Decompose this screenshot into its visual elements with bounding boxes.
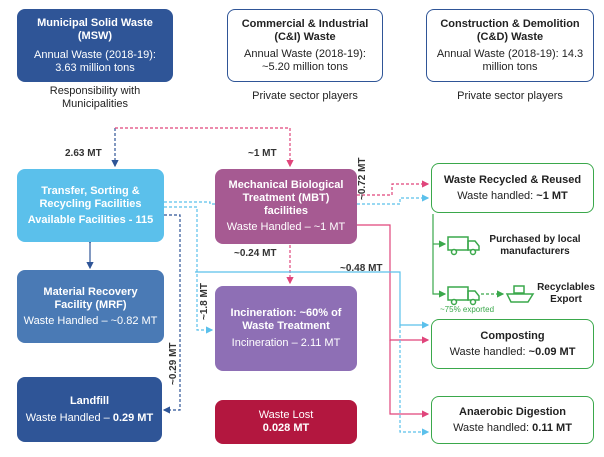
recycled-box: Waste Recycled & Reused Waste handled: ~…	[431, 163, 594, 213]
cd-note: Private sector players	[457, 90, 563, 102]
landfill-box: Landfill Waste Handled – 0.29 MT	[17, 377, 162, 442]
cd-box: Construction & Demolition (C&D) Waste An…	[426, 9, 594, 82]
flow-recycled-branch	[432, 214, 447, 298]
landfill-sub-value: 0.29 MT	[112, 411, 154, 424]
ci-title: Commercial & Industrial (C&I) Waste	[241, 17, 369, 43]
composting-sub-prefix: Waste handled:	[449, 345, 529, 358]
mbt-box: Mechanical Biological Treatment (MBT) fa…	[215, 169, 357, 244]
anaerobic-box: Anaerobic Digestion Waste handled: 0.11 …	[431, 396, 594, 444]
exported-label: ~75% exported	[440, 305, 495, 314]
flow-label-mbt-recycled: ~0.72 MT	[357, 157, 368, 200]
flow-mbt-recycled	[357, 180, 430, 196]
mbt-title: Mechanical Biological Treatment (MBT) fa…	[228, 179, 344, 217]
flow-label-transfer-landfill: ~0.29 MT	[168, 342, 179, 385]
lost-sub: 0.028 MT	[262, 422, 310, 434]
ci-sub: Annual Waste (2018-19): ~5.20 million to…	[244, 47, 366, 73]
flow-label-msw-transfer: 2.63 MT	[65, 148, 102, 159]
flow-transfer-landfill	[162, 214, 181, 414]
anaerobic-sub-value: 0.11 MT	[532, 421, 572, 434]
recycled-sub-value: ~1 MT	[536, 189, 568, 202]
anaerobic-sub: Waste handled: 0.11 MT	[453, 422, 572, 435]
anaerobic-sub-prefix: Waste handled:	[453, 421, 533, 434]
composting-sub: Waste handled: ~0.09 MT	[450, 346, 576, 359]
transfer-sub: Available Facilities - 115	[27, 213, 154, 226]
incineration-title: Incineration: ~60% of Waste Treatment	[230, 307, 342, 332]
landfill-sub: Waste Handled – 0.29 MT	[26, 412, 153, 425]
mbt-sub: Waste Handled – ~1 MT	[226, 221, 346, 233]
anaerobic-title: Anaerobic Digestion	[459, 405, 566, 418]
mrf-box: Material Recovery Facility (MRF) Waste H…	[17, 270, 164, 343]
ship-icon	[505, 285, 535, 303]
recycled-title: Waste Recycled & Reused	[443, 173, 582, 186]
cd-title: Construction & Demolition (C&D) Waste	[440, 17, 580, 43]
composting-sub-value: ~0.09 MT	[528, 345, 576, 358]
transfer-title: Transfer, Sorting & Recycling Facilities	[39, 184, 142, 210]
truck-icon	[447, 236, 480, 256]
lost-box: Waste Lost 0.028 MT	[215, 400, 357, 444]
truck-export-icon	[447, 286, 480, 306]
flow-label-mbt-out: ~0.24 MT	[234, 248, 277, 259]
flow-mbt-composting	[357, 224, 430, 344]
flow-cross-anaerobic	[399, 325, 430, 436]
incineration-sub: Incineration – 2.11 MT	[231, 337, 341, 349]
transfer-box: Transfer, Sorting & Recycling Facilities…	[17, 169, 164, 242]
mrf-sub: Waste Handled – ~0.82 MT	[23, 314, 158, 327]
flow-transfer-incin	[164, 206, 214, 334]
flow-label-transfer-incin: ~1.8 MT	[199, 283, 210, 320]
msw-title: Municipal Solid Waste (MSW)	[37, 16, 153, 42]
mrf-title: Material Recovery Facility (MRF)	[43, 285, 138, 311]
recycled-sub: Waste handled: ~1 MT	[457, 190, 568, 203]
composting-box: Composting Waste handled: ~0.09 MT	[431, 319, 594, 369]
flow-msw-mbt	[115, 127, 294, 168]
flow-cross	[195, 271, 430, 329]
landfill-title: Landfill	[69, 394, 110, 407]
incineration-box: Incineration: ~60% of Waste Treatment In…	[215, 286, 357, 371]
ci-box: Commercial & Industrial (C&I) Waste Annu…	[227, 9, 383, 82]
ci-note: Private sector players	[252, 90, 358, 102]
flow-mbt-anaerobic	[389, 340, 430, 418]
cd-sub: Annual Waste (2018-19): 14.3 million ton…	[436, 47, 584, 73]
msw-sub: Annual Waste (2018-19): 3.63 million ton…	[34, 48, 156, 74]
recycled-sub-prefix: Waste handled:	[457, 189, 537, 202]
msw-note: Responsibility with Municipalities	[49, 85, 141, 110]
composting-title: Composting	[480, 329, 545, 342]
flow-label-cross: ~0.48 MT	[340, 263, 383, 274]
flow-label-ci-mbt: ~1 MT	[248, 148, 277, 159]
export-label: Recyclables Export	[537, 282, 595, 305]
msw-box: Municipal Solid Waste (MSW) Annual Waste…	[17, 9, 173, 82]
local-label: Purchased by local manufacturers	[489, 234, 581, 257]
lost-title: Waste Lost	[258, 409, 314, 421]
landfill-sub-prefix: Waste Handled –	[25, 411, 113, 424]
